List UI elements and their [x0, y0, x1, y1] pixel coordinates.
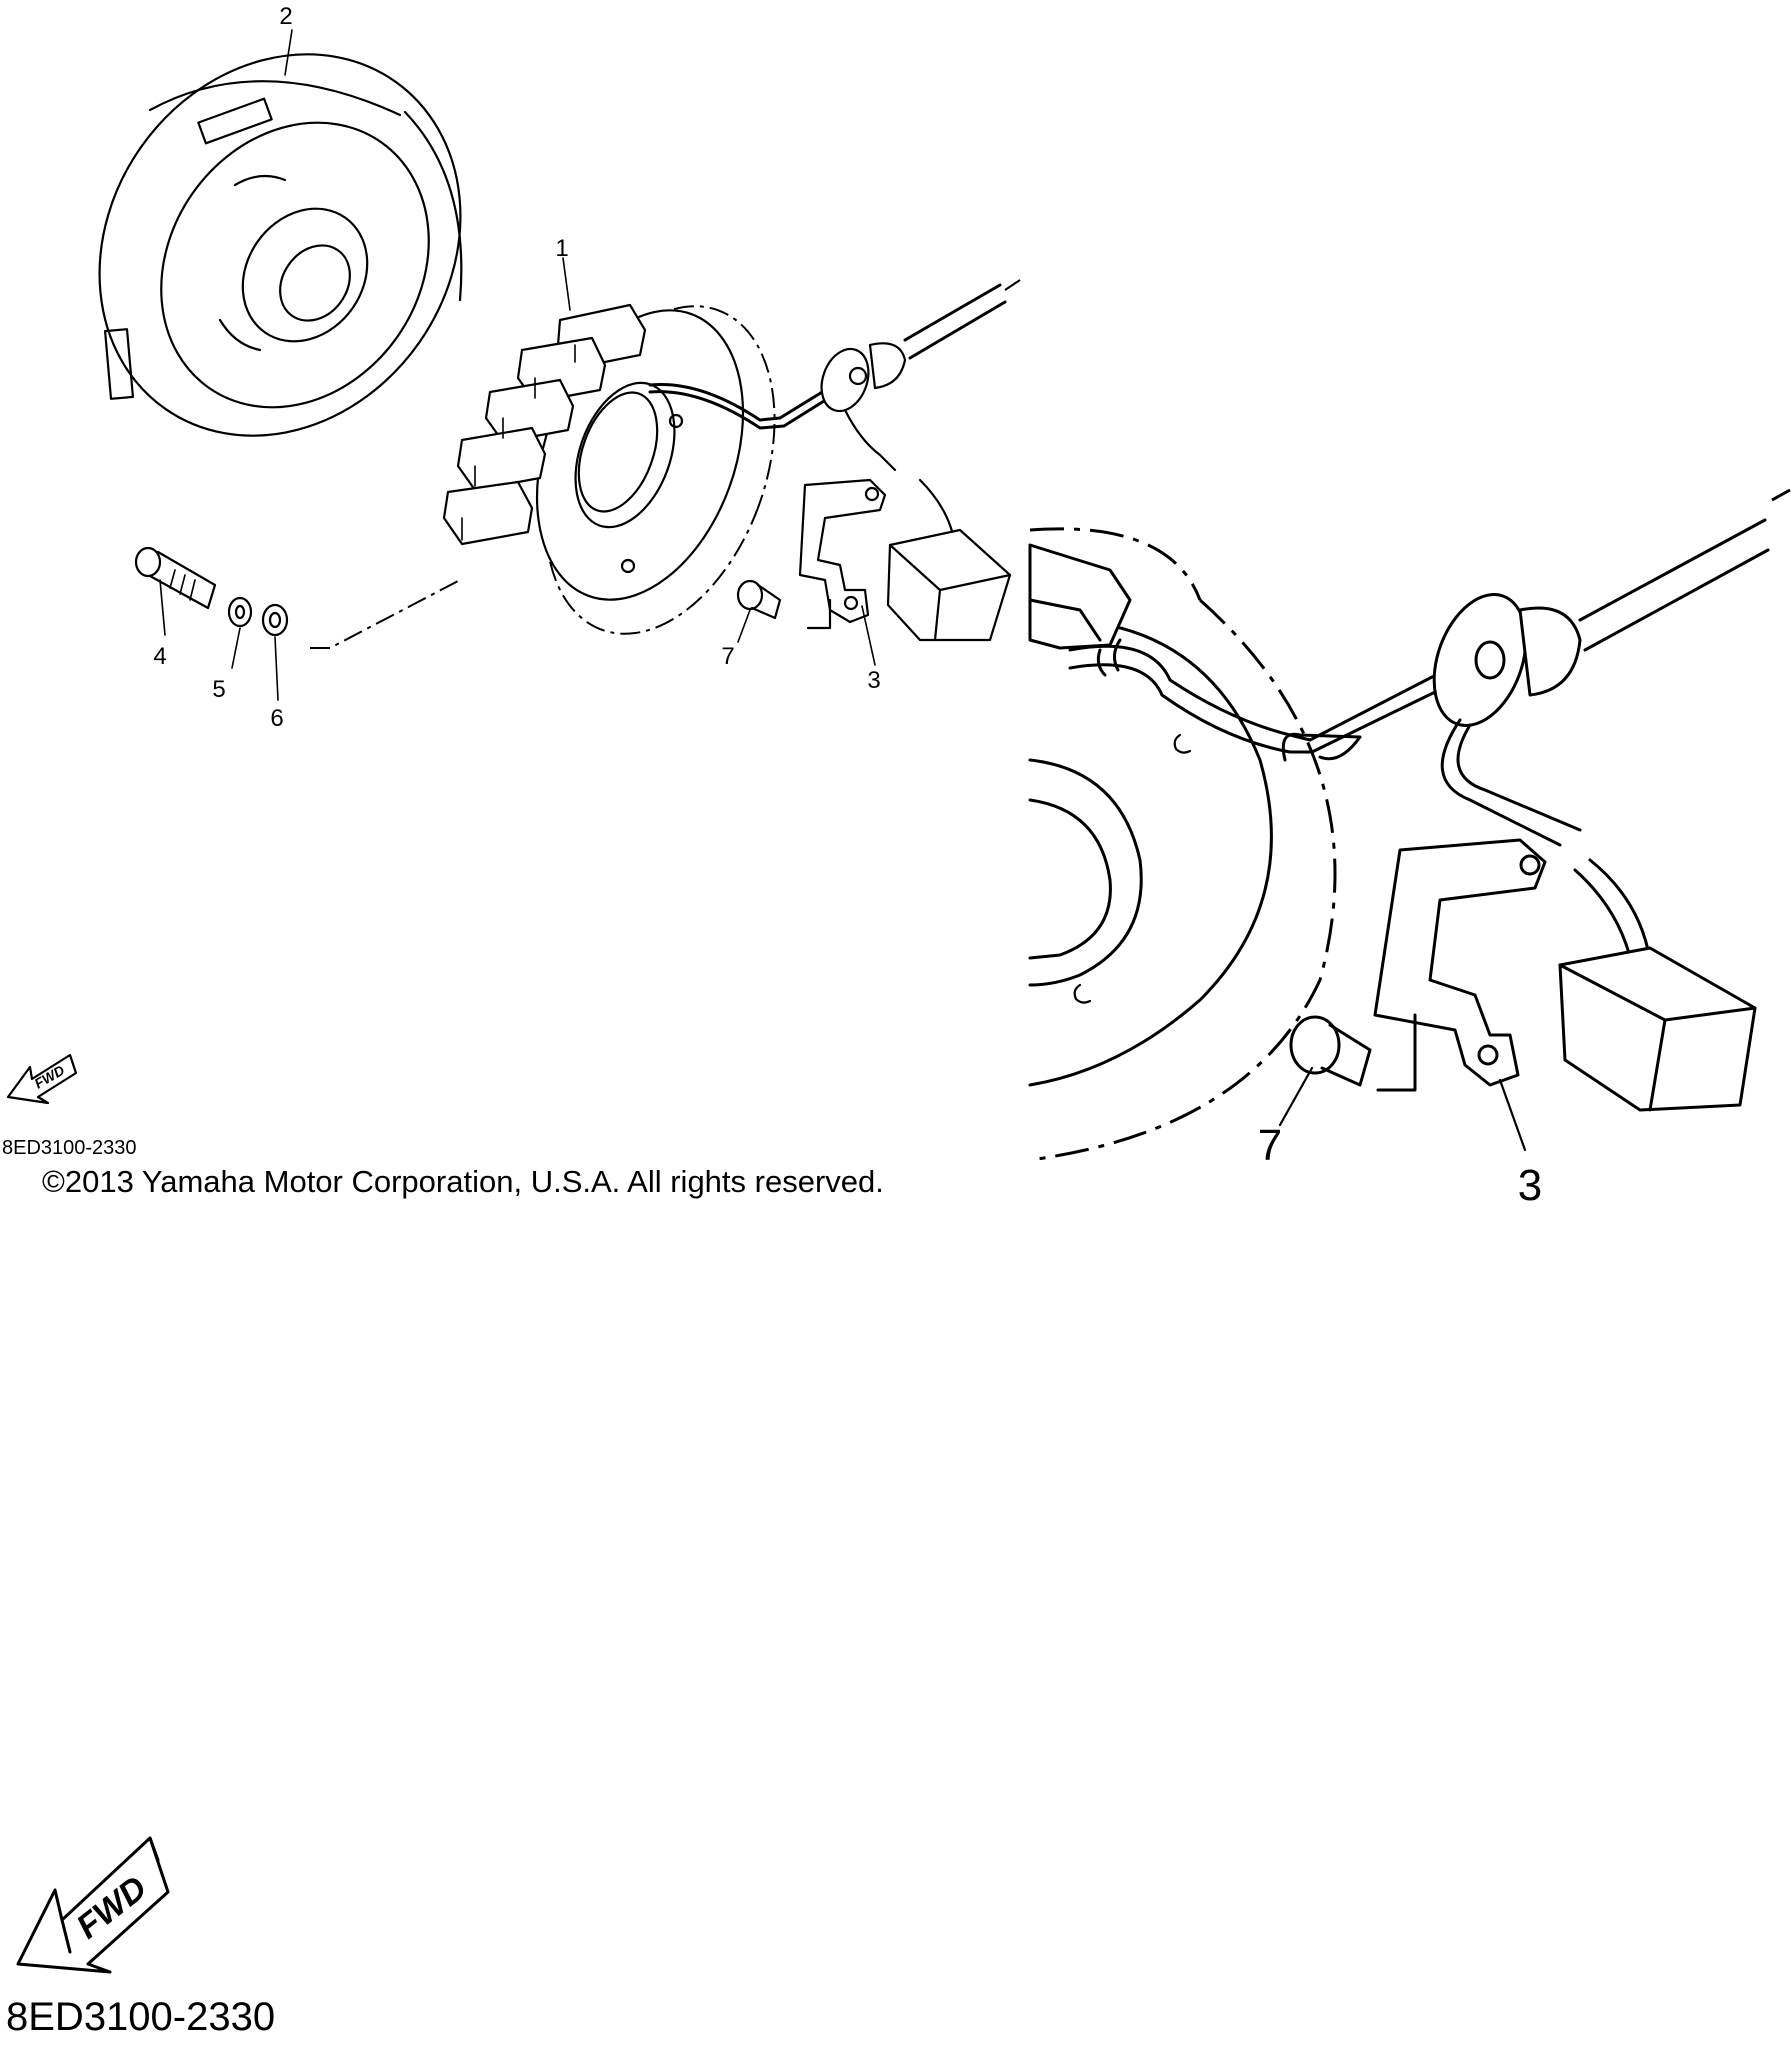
fwd-arrow-icon: FWD [6, 1053, 78, 1105]
callout-3: 3 [867, 667, 880, 694]
screw-7 [736, 579, 782, 620]
assembly-centerline [310, 579, 461, 649]
stator-coil [442, 303, 776, 635]
fwd-arrow-large-icon: FWD [16, 1836, 170, 1974]
callout-5: 5 [212, 676, 225, 703]
wire-clamp [798, 478, 887, 630]
wiring-harness [648, 279, 1021, 642]
copyright-notice: ©2013 Yamaha Motor Corporation, U.S.A. A… [42, 1164, 884, 1199]
washer-6 [261, 603, 289, 637]
bolt-4 [134, 546, 217, 610]
callout-6: 6 [270, 705, 283, 732]
detail-view [1028, 488, 1791, 1162]
figure-code-large: 8ED3100-2330 [6, 1995, 275, 2039]
leader-lines [159, 29, 876, 701]
callout-4: 4 [153, 643, 166, 670]
callout-1: 1 [555, 235, 568, 262]
callout-7: 7 [721, 643, 734, 670]
flywheel-rotor [98, 53, 463, 437]
detail-callout-3: 3 [1518, 1161, 1542, 1210]
callout-2: 2 [279, 3, 292, 30]
figure-code-small: 8ED3100-2330 [2, 1137, 137, 1159]
detail-callout-7: 7 [1258, 1121, 1282, 1170]
lock-washer-5 [227, 596, 253, 628]
